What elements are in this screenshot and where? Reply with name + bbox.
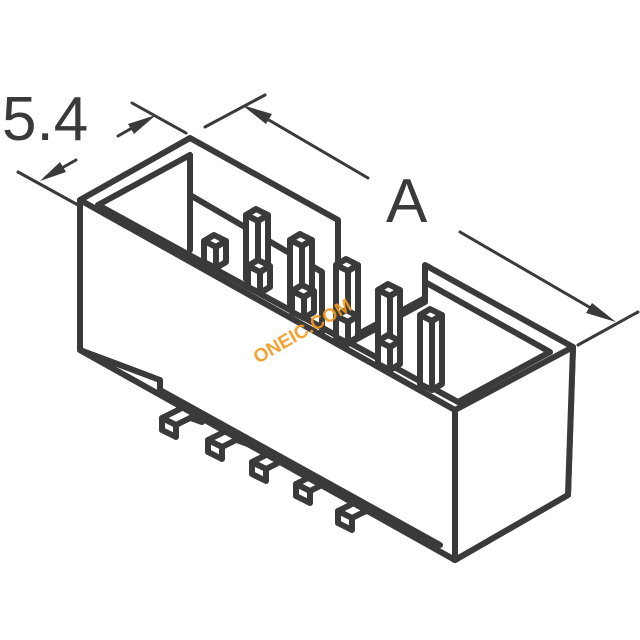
housing-standoff [77, 347, 443, 548]
extension-line [130, 101, 188, 135]
pin-front-4 [333, 307, 361, 346]
dimension-line [260, 114, 370, 180]
dimension-width: 5.4 [2, 85, 188, 207]
arrowhead [40, 162, 66, 181]
arrowhead [242, 105, 272, 124]
housing-right-face [452, 344, 576, 563]
width-dimension-label: 5.4 [2, 85, 88, 154]
pin-front-2 [245, 257, 273, 296]
length-dimension-label: A [386, 167, 428, 236]
pin-front-1 [201, 232, 229, 271]
pins [201, 206, 445, 393]
arrowhead [586, 303, 616, 322]
extension-line [16, 170, 80, 207]
pin-back-5 [417, 306, 445, 393]
dimension-line [458, 230, 598, 313]
pin-front-5 [375, 332, 403, 373]
connector-housing [77, 135, 576, 563]
dimension-length: A [203, 93, 640, 347]
arrowhead [128, 115, 156, 134]
extension-line [203, 93, 267, 129]
pin-front-3 [289, 282, 317, 321]
extension-line [576, 310, 640, 347]
